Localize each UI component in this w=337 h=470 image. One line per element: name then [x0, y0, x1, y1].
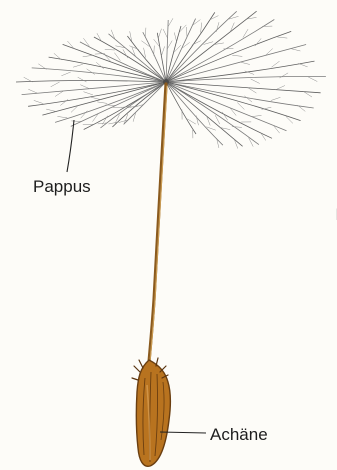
pappus-barb — [272, 61, 280, 67]
pappus-barb — [46, 109, 56, 111]
pappus-barb — [244, 96, 252, 102]
pappus-barb — [196, 116, 198, 126]
pappus-barb — [28, 89, 37, 93]
pappus-barb — [71, 121, 81, 122]
cut-off-caption-line: Sa — [300, 249, 337, 269]
achene — [132, 358, 170, 466]
pappus-barb — [145, 28, 146, 38]
pappus-barb — [91, 97, 101, 99]
pappus-barb — [260, 132, 266, 140]
pappus-barb — [201, 23, 202, 33]
pappus-hair — [166, 20, 168, 82]
pappus-barb — [186, 27, 187, 37]
pappus-hair — [16, 81, 166, 83]
pappus-barb — [271, 97, 281, 100]
pappus-barb — [167, 41, 172, 50]
pappus-barb — [83, 55, 93, 57]
pappus-barb — [154, 46, 155, 56]
pappus-barb — [84, 92, 93, 95]
pappus-barb — [277, 37, 287, 38]
achene-label: Achäne — [210, 426, 268, 443]
pappus-barb — [174, 33, 176, 43]
pappus-hair — [55, 82, 166, 122]
pappus-barb — [251, 79, 260, 84]
pappus-barb — [216, 22, 219, 32]
pappus-barb — [87, 69, 95, 75]
pappus-barb — [158, 29, 161, 39]
pappus-hair — [22, 82, 166, 95]
cut-off-caption-line: Fru — [300, 205, 337, 225]
pappus-barb — [60, 99, 68, 105]
pappus-barb — [105, 49, 115, 50]
pappus-barb — [298, 63, 307, 67]
pappus-barb — [232, 127, 242, 128]
stalk — [149, 84, 166, 362]
pappus-barb — [80, 85, 89, 89]
pappus-barb — [276, 86, 285, 90]
pappus-barb — [73, 64, 83, 67]
pappus-barb — [161, 46, 164, 56]
pappus-label: Pappus — [33, 178, 91, 195]
pappus-barb — [34, 100, 44, 103]
cut-off-caption-line: ei — [300, 227, 337, 247]
pappus-barb — [280, 73, 289, 78]
pappus-barb — [106, 105, 116, 106]
pappus-leader-line — [67, 120, 74, 172]
pappus-hair — [166, 11, 237, 82]
pappus-barb — [97, 102, 107, 104]
pappus-hair — [166, 82, 196, 134]
pappus-barb — [209, 16, 218, 20]
pappus-barb — [255, 38, 261, 46]
cut-off-caption: Fru ei Sa — [300, 205, 337, 275]
pappus-barb — [57, 116, 67, 118]
pappus-barb — [163, 29, 167, 38]
pappus-barb — [308, 77, 317, 82]
pappus-hair — [112, 82, 166, 127]
pappus-barb — [168, 18, 173, 27]
pappus-barb — [192, 41, 201, 45]
pappus-barb — [129, 46, 138, 50]
pappus-barb — [51, 82, 60, 87]
pappus-barb — [232, 55, 242, 56]
pappus-barb — [96, 62, 104, 69]
pappus-barb — [61, 72, 70, 76]
pappus-barb — [237, 103, 244, 110]
pappus-hair — [42, 82, 166, 115]
pappus-barb — [187, 119, 196, 124]
pappus-hairs — [16, 11, 326, 148]
pappus-barb — [144, 48, 146, 58]
pappus-barb — [240, 62, 250, 64]
pappus-barb — [252, 115, 262, 116]
pappus-barb — [97, 33, 102, 42]
pappus-barb — [81, 111, 88, 119]
pappus-barb — [291, 49, 301, 51]
pappus-hair — [166, 19, 196, 82]
pappus-hair — [124, 82, 166, 124]
pappus-barb — [78, 77, 87, 82]
